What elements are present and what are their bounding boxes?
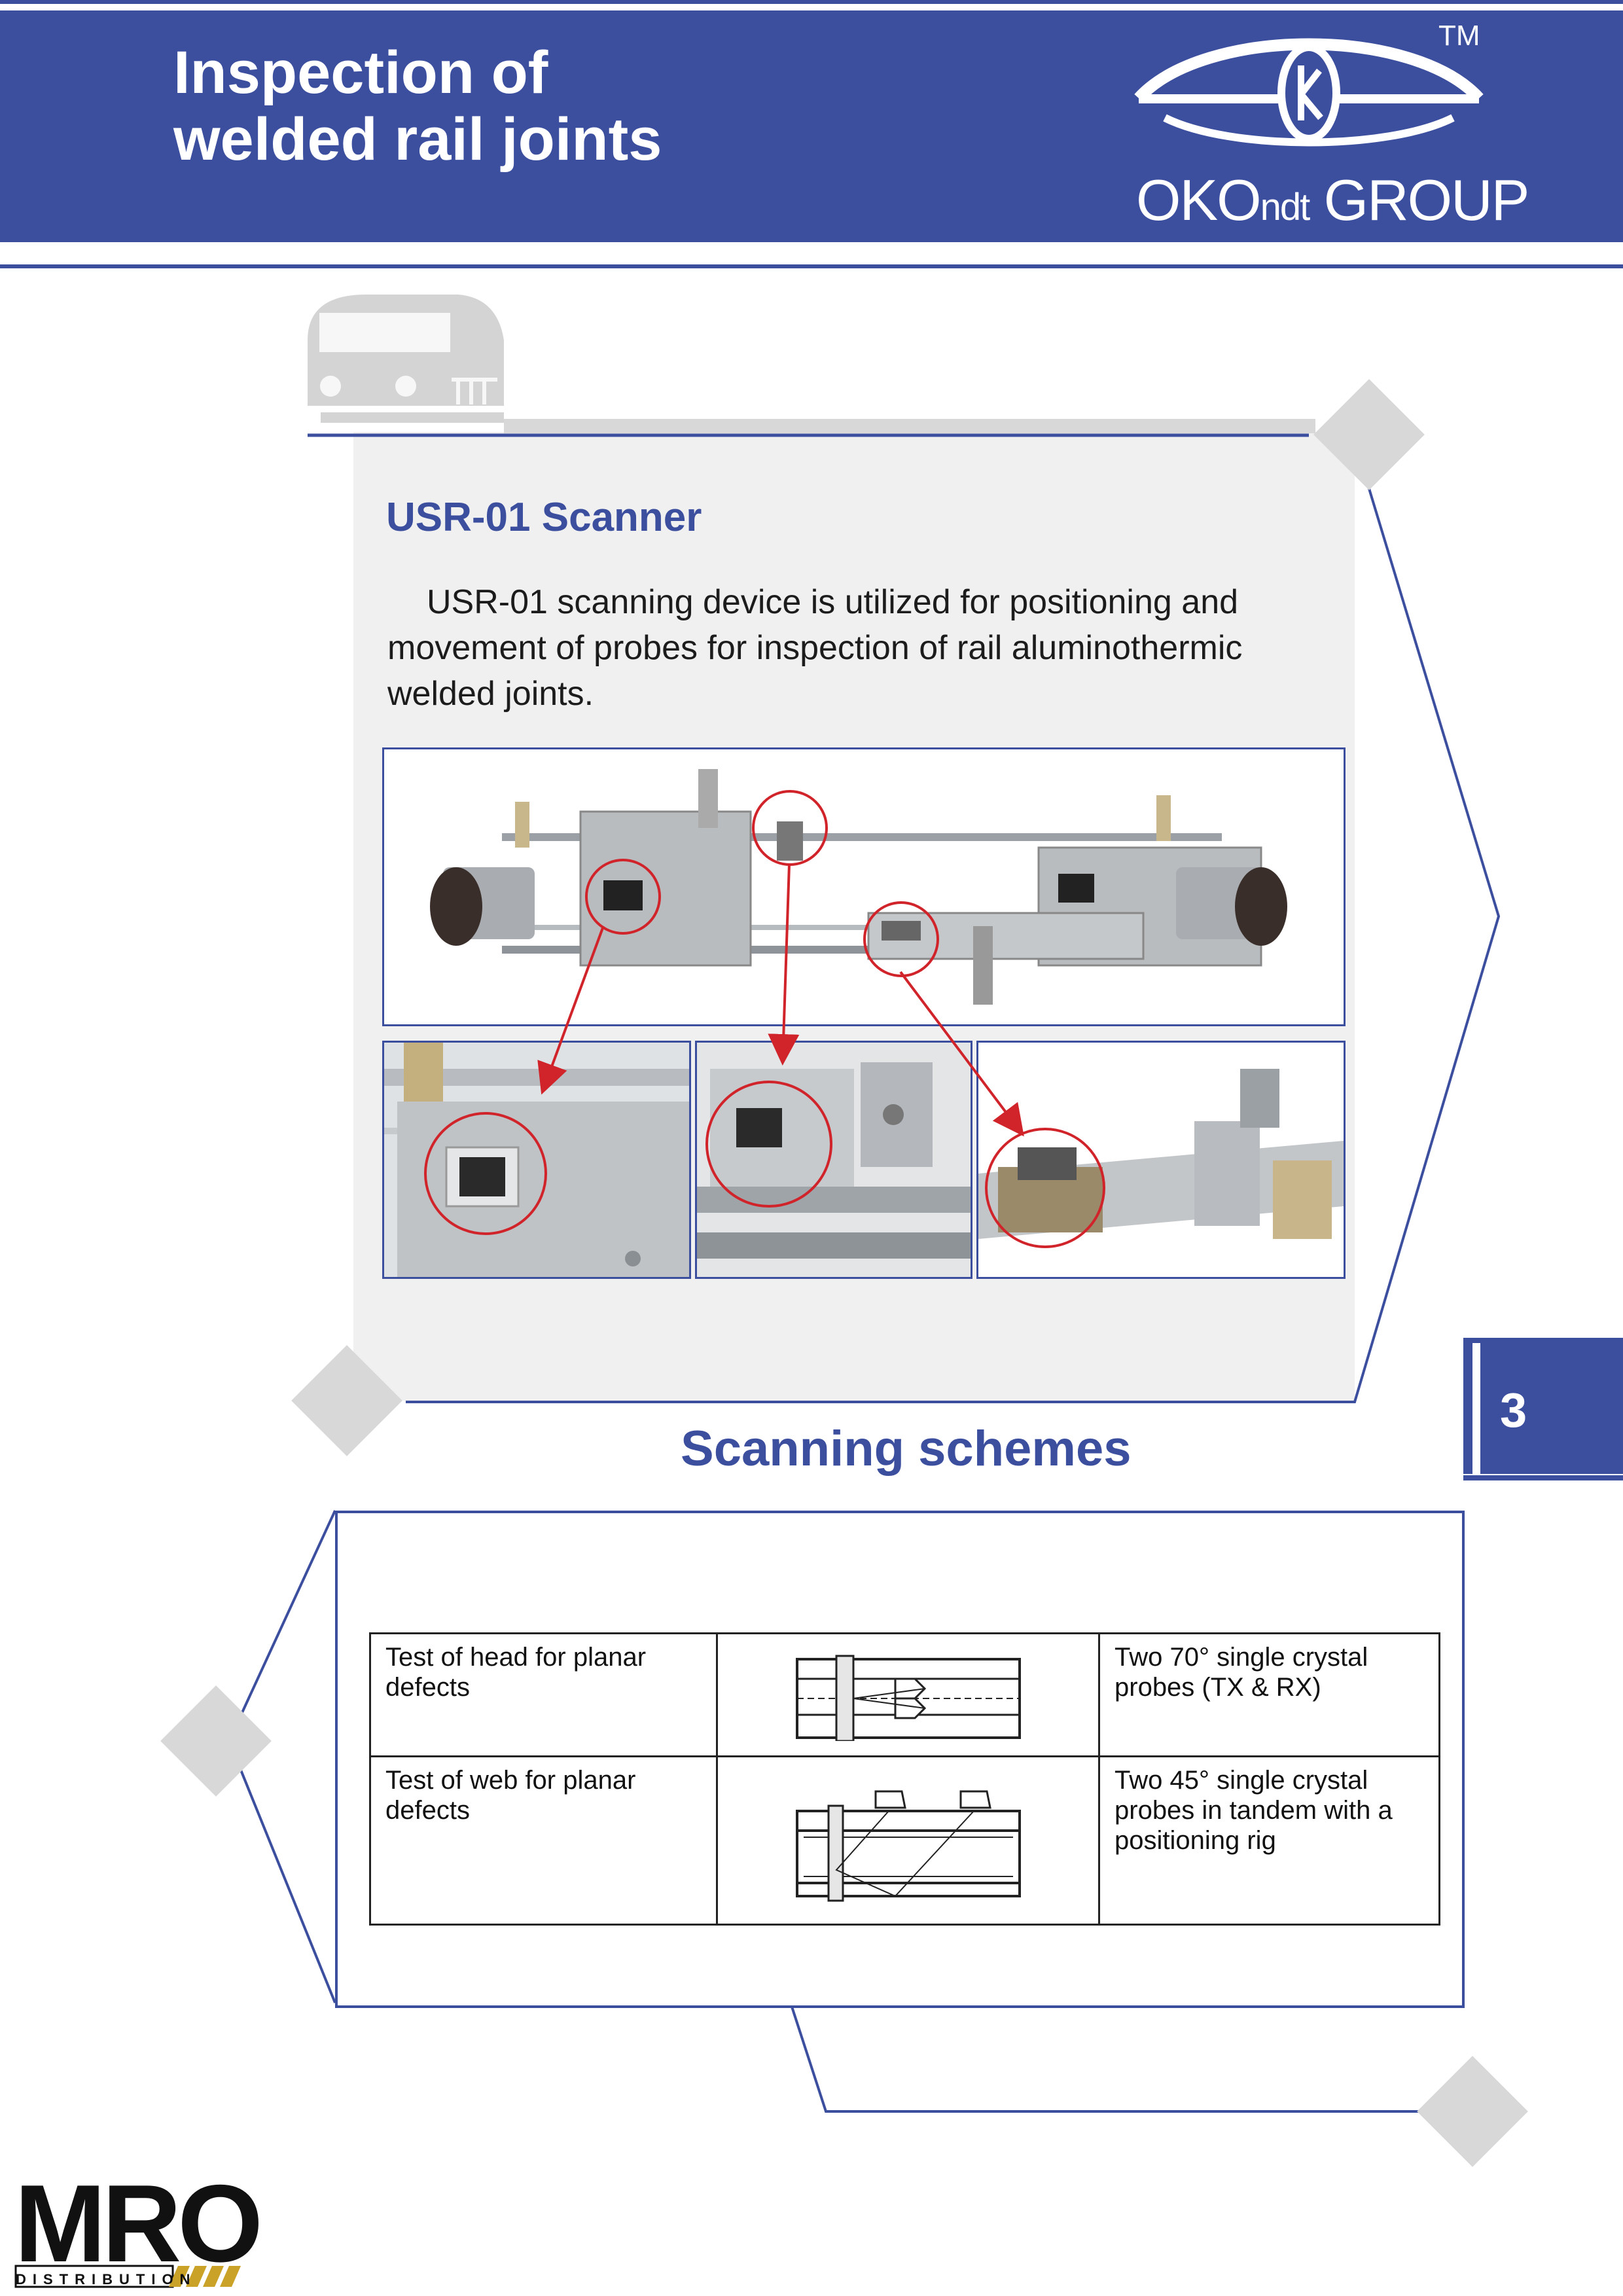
- page-title-line-1: Inspection of: [173, 39, 548, 106]
- probes-cell: Two 45° single crystal probes in tandem …: [1098, 1755, 1440, 1926]
- section-title: USR-01 Scanner: [386, 495, 702, 540]
- schemes-table: Test of head for planar defects Two 70° …: [369, 1632, 1440, 1926]
- trademark-mark: TM: [1438, 20, 1480, 52]
- brand-logo-text: OKOndt GROUP: [1136, 167, 1529, 234]
- brand-main: OKO: [1136, 168, 1262, 232]
- test-cell: Test of head for planar defects: [369, 1632, 718, 1758]
- section-description: USR-01 scanning device is utilized for p…: [387, 583, 1243, 713]
- diagram-cell: [716, 1632, 1100, 1758]
- header-bottom-rule: [0, 264, 1623, 268]
- brand-small: ndt: [1260, 186, 1311, 228]
- head-scan-diagram-icon: [795, 1655, 1021, 1742]
- eye-k-logo-icon: [1134, 38, 1484, 147]
- page-number-tab: [1463, 1338, 1623, 1480]
- page-title-line-2: welded rail joints: [173, 106, 662, 173]
- probes-cell: Two 70° single crystal probes (TX & RX): [1098, 1632, 1440, 1758]
- mro-logo-subtitle: DISTRIBUTION: [16, 2271, 197, 2287]
- diagram-cell: [716, 1755, 1100, 1926]
- table-row: Test of web for planar defects Two 45° s…: [369, 1755, 1440, 1926]
- brand-tail: GROUP: [1309, 168, 1530, 232]
- mro-logo-text: MRO: [14, 2162, 263, 2285]
- web-scan-diagram-icon: [795, 1790, 1021, 1902]
- tandem-probe-detail-photo: [976, 1041, 1346, 1279]
- table-row: Test of head for planar defects Two 70° …: [369, 1632, 1440, 1758]
- schemes-title: Scanning schemes: [681, 1421, 1132, 1477]
- test-cell: Test of web for planar defects: [369, 1755, 718, 1926]
- page-number: 3: [1500, 1383, 1527, 1437]
- page-title: Inspection of welded rail joints: [173, 39, 893, 173]
- probe-holder-detail-photo: [382, 1041, 691, 1279]
- header-top-rule: [0, 0, 1623, 4]
